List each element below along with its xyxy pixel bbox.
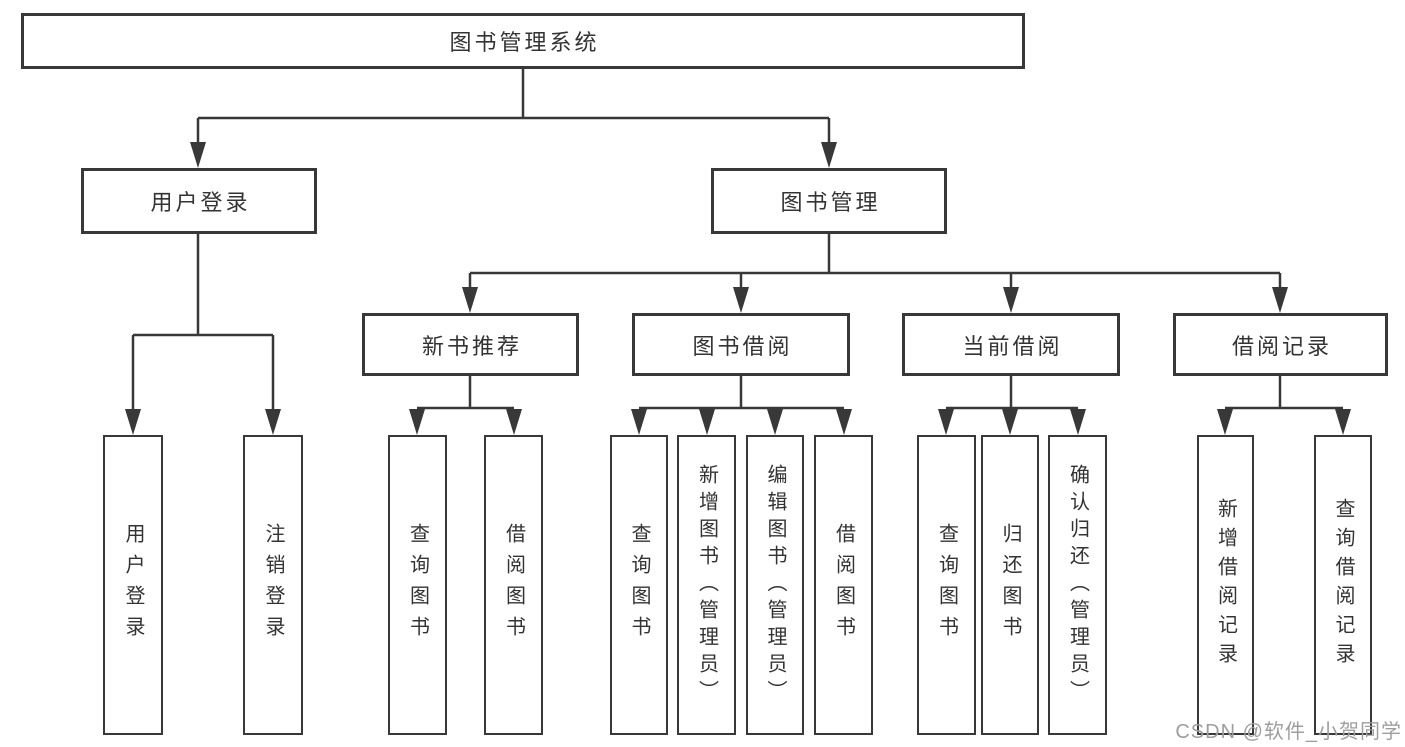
node-book-borrow: 图书借阅 — [632, 313, 850, 376]
node-user-login-label: 用户登录 — [150, 190, 251, 215]
leaf-query-borrow-record: 查询借阅记录 — [1314, 435, 1372, 735]
leaf-query-books-3-label: 查询图书 — [935, 523, 958, 647]
node-root: 图书管理系统 — [21, 13, 1025, 69]
node-new-book-rec-label: 新书推荐 — [421, 333, 522, 359]
node-current-borrow: 当前借阅 — [902, 313, 1120, 376]
leaf-add-borrow-record-label: 新增借阅记录 — [1214, 498, 1237, 672]
leaf-return-books: 归还图书 — [981, 435, 1039, 735]
node-borrow-records-label: 借阅记录 — [1231, 333, 1332, 359]
leaf-add-books-admin: 新增图书（管理员） — [677, 435, 736, 735]
leaf-borrow-books-1: 借阅图书 — [484, 435, 543, 735]
node-book-mgmt: 图书管理 — [711, 168, 947, 234]
leaf-query-books-1-label: 查询图书 — [406, 523, 429, 647]
leaf-user-login: 用户登录 — [103, 435, 163, 735]
leaf-query-books-2: 查询图书 — [610, 435, 668, 735]
leaf-edit-books-admin-label: 编辑图书（管理员） — [764, 463, 786, 707]
leaf-borrow-books-2: 借阅图书 — [814, 435, 873, 735]
leaf-add-borrow-record: 新增借阅记录 — [1197, 435, 1254, 735]
node-new-book-rec: 新书推荐 — [362, 313, 579, 376]
leaf-query-books-1: 查询图书 — [388, 435, 447, 735]
node-book-mgmt-label: 图书管理 — [780, 190, 881, 215]
leaf-add-books-admin-label: 新增图书（管理员） — [695, 463, 718, 707]
node-current-borrow-label: 当前借阅 — [962, 333, 1063, 359]
leaf-query-borrow-record-label: 查询借阅记录 — [1332, 498, 1354, 672]
node-borrow-records: 借阅记录 — [1173, 313, 1388, 376]
leaf-return-books-label: 归还图书 — [999, 523, 1021, 647]
arrowhead-icons — [125, 142, 1351, 435]
csdn-watermark: CSDN @软件_小贺同学 — [1175, 721, 1402, 743]
leaf-confirm-return-admin-label: 确认归还（管理员） — [1066, 463, 1089, 707]
node-book-borrow-label: 图书借阅 — [692, 333, 793, 359]
leaf-query-books-3: 查询图书 — [917, 435, 976, 735]
leaf-edit-books-admin: 编辑图书（管理员） — [746, 435, 804, 735]
node-root-label: 图书管理系统 — [449, 30, 600, 55]
leaf-confirm-return-admin: 确认归还（管理员） — [1048, 435, 1107, 735]
leaf-logout: 注销登录 — [243, 435, 303, 735]
leaf-borrow-books-1-label: 借阅图书 — [502, 523, 525, 647]
leaf-logout-label: 注销登录 — [262, 523, 284, 647]
leaf-borrow-books-2-label: 借阅图书 — [832, 523, 855, 647]
node-user-login: 用户登录 — [81, 168, 317, 234]
leaf-user-login-label: 用户登录 — [122, 523, 144, 647]
leaf-query-books-2-label: 查询图书 — [628, 523, 650, 647]
